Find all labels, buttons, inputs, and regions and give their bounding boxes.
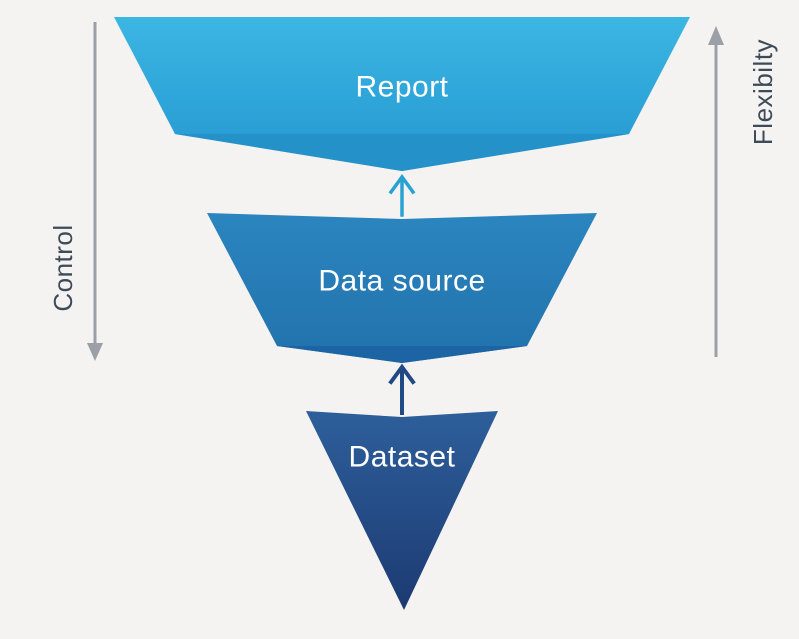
dataset-shape — [306, 411, 498, 610]
flexibility-arrowhead-up-icon — [708, 26, 724, 45]
flexibility-label: Flexibilty — [748, 39, 778, 145]
report-shape — [114, 17, 690, 171]
arrow-up-to-data-source-head — [388, 363, 416, 385]
data-source-fold — [277, 346, 527, 363]
report-label: Report — [355, 71, 448, 104]
control-axis: Control — [48, 22, 103, 361]
flexibility-axis: Flexibilty — [708, 26, 778, 357]
data-source-shape — [207, 213, 597, 363]
report-fold — [175, 134, 629, 171]
control-arrowhead-down-icon — [87, 343, 103, 361]
data-source-label: Data source — [318, 265, 485, 298]
control-label: Control — [48, 224, 78, 311]
arrow-up-to-report-head — [388, 174, 416, 195]
arrow-up-to-report — [388, 174, 416, 217]
dataset-label: Dataset — [349, 441, 456, 474]
arrow-up-to-data-source — [388, 363, 416, 415]
